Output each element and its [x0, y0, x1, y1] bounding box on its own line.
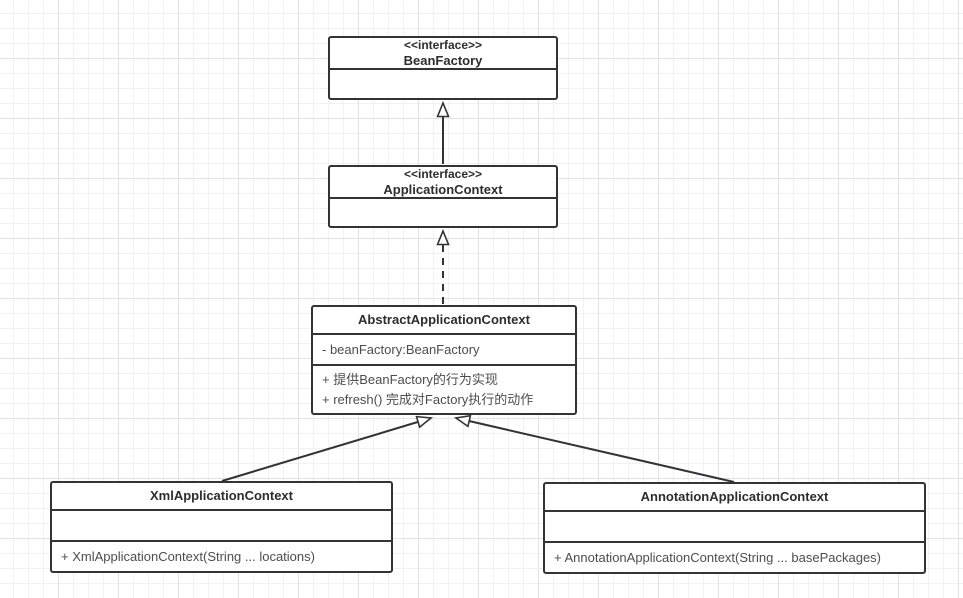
method-row: + XmlApplicationContext(String ... locat… [61, 548, 315, 564]
class-name-label: XmlApplicationContext [149, 488, 293, 503]
class-box-annotationapplicationcontext[interactable]: AnnotationApplicationContext + Annotatio… [543, 482, 926, 574]
field-row: - beanFactory:BeanFactory [322, 341, 480, 357]
class-box-abstractapplicationcontext[interactable]: AbstractApplicationContext - beanFactory… [311, 305, 577, 415]
class-name-label: AnnotationApplicationContext [640, 489, 829, 504]
method-row: + 提供BeanFactory的行为实现 [322, 371, 498, 387]
class-header-applicationcontext: <<interface>> ApplicationContext [330, 167, 556, 199]
class-header-abstractapplicationcontext: AbstractApplicationContext [313, 307, 575, 335]
generalization-arrow-xmlapplicationcontext-to-abstractapplicationcontext[interactable] [221, 418, 431, 482]
stereotype-label: <<interface>> [403, 166, 483, 181]
methods-compartment: + AnnotationApplicationContext(String ..… [545, 543, 924, 572]
stereotype-label: <<interface>> [403, 37, 483, 52]
class-box-xmlapplicationcontext[interactable]: XmlApplicationContext + XmlApplicationCo… [50, 481, 393, 573]
class-box-applicationcontext[interactable]: <<interface>> ApplicationContext [328, 165, 558, 228]
class-box-beanfactory[interactable]: <<interface>> BeanFactory [328, 36, 558, 100]
generalization-arrow-annotationapplicationcontext-to-abstractapplicationcontext[interactable] [456, 418, 735, 483]
members-compartment-empty [330, 70, 556, 98]
class-header-xmlapplicationcontext: XmlApplicationContext [52, 483, 391, 511]
members-compartment-empty [330, 199, 556, 226]
class-header-annotationapplicationcontext: AnnotationApplicationContext [545, 484, 924, 512]
fields-compartment-empty [52, 511, 391, 542]
class-header-beanfactory: <<interface>> BeanFactory [330, 38, 556, 70]
class-name-label: ApplicationContext [383, 181, 503, 197]
class-name-label: BeanFactory [403, 52, 483, 68]
method-row: + AnnotationApplicationContext(String ..… [554, 549, 882, 565]
fields-compartment: - beanFactory:BeanFactory [313, 335, 575, 366]
methods-compartment: + XmlApplicationContext(String ... locat… [52, 542, 391, 571]
method-row: + refresh() 完成对Factory执行的动作 [322, 391, 534, 407]
methods-compartment: + 提供BeanFactory的行为实现 + refresh() 完成对Fact… [313, 366, 575, 413]
fields-compartment-empty [545, 512, 924, 543]
class-name-label: AbstractApplicationContext [358, 312, 530, 327]
